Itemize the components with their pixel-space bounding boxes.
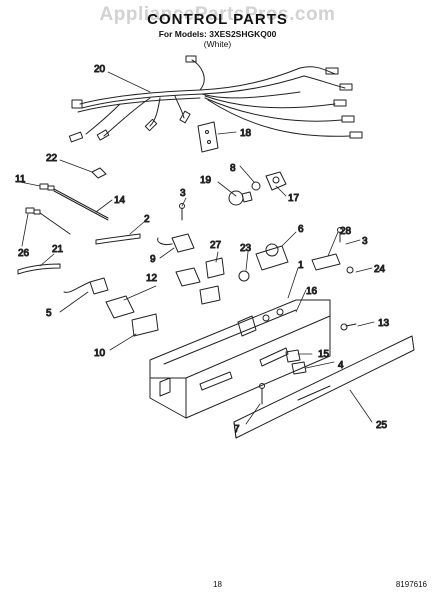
- callout-number: 4: [338, 360, 344, 371]
- callout-number: 16: [306, 286, 318, 297]
- callout-number: 5: [46, 308, 52, 319]
- callout-number: 24: [374, 264, 386, 275]
- callout-number: 23: [240, 243, 252, 254]
- screw-13-drawing: [345, 323, 357, 327]
- label-10-drawing: [131, 313, 159, 337]
- callout-number: 6: [298, 224, 304, 235]
- callout-number: 14: [114, 195, 126, 206]
- trim-strip-drawing: [233, 335, 415, 439]
- switch-28-drawing: [311, 253, 354, 274]
- light-bulb-drawing: [228, 190, 253, 206]
- switch-9-drawing: [157, 233, 195, 253]
- clip-drawing: [91, 167, 107, 179]
- screw-7-head: [259, 383, 265, 389]
- grommet-drawing: [238, 270, 250, 282]
- color-variant: (White): [203, 39, 232, 49]
- page-title: CONTROL PARTS: [147, 11, 288, 28]
- callout-number: 3: [362, 236, 368, 247]
- callout-number: 2: [144, 214, 150, 225]
- callout-number: 11: [15, 174, 26, 185]
- sensor-wire-drawing: [25, 183, 109, 235]
- label-27b-drawing: [199, 285, 221, 305]
- callout-number: 25: [376, 420, 388, 431]
- callout-number: 18: [240, 128, 252, 139]
- screw-13-head: [340, 323, 348, 331]
- switch-12-drawing: [105, 295, 135, 319]
- callout-number: 21: [52, 244, 64, 255]
- watermark: AppliancePartsPros.com: [99, 4, 336, 25]
- callout-number: 9: [150, 254, 156, 265]
- callout-numbers: 20 18 22 11 14 26 21 5 2 3 9 12 10 27 19…: [15, 64, 391, 436]
- callout-number: 12: [146, 273, 158, 284]
- tube-2-drawing: [95, 233, 141, 245]
- callout-number: 10: [94, 348, 106, 359]
- switch-12b-drawing: [175, 267, 201, 287]
- leader-lines: [19, 71, 375, 425]
- clip-15-drawing: [285, 349, 307, 375]
- callout-number: 13: [378, 318, 390, 329]
- callout-number: 19: [200, 175, 212, 186]
- callout-number: 1: [298, 260, 304, 271]
- mounting-plate-drawing: [197, 121, 219, 153]
- callout-number: 28: [340, 226, 352, 237]
- callout-number: 17: [288, 193, 300, 204]
- callout-number: 8: [230, 163, 236, 174]
- lamp-socket-drawing: [251, 171, 287, 191]
- thermostat-drawing: [255, 243, 289, 271]
- callout-number: 27: [210, 240, 222, 251]
- control-housing-drawing: [149, 299, 331, 419]
- screw-drawing: [179, 203, 343, 243]
- switch-5-drawing: [63, 277, 109, 295]
- document-code: 8197616: [395, 580, 427, 589]
- callout-number: 7: [234, 424, 240, 435]
- label-27-drawing: [205, 257, 225, 279]
- callout-number: 15: [318, 349, 330, 360]
- wire-harness-drawing: [68, 55, 363, 143]
- callout-number: 20: [94, 64, 106, 75]
- model-subtitle: For Models: 3XES2SHGKQ00: [158, 29, 277, 39]
- tube-drawing: [17, 263, 61, 275]
- callout-number: 22: [46, 153, 58, 164]
- callout-number: 3: [180, 188, 186, 199]
- callout-number: 26: [18, 248, 30, 259]
- page-number: 18: [213, 580, 222, 589]
